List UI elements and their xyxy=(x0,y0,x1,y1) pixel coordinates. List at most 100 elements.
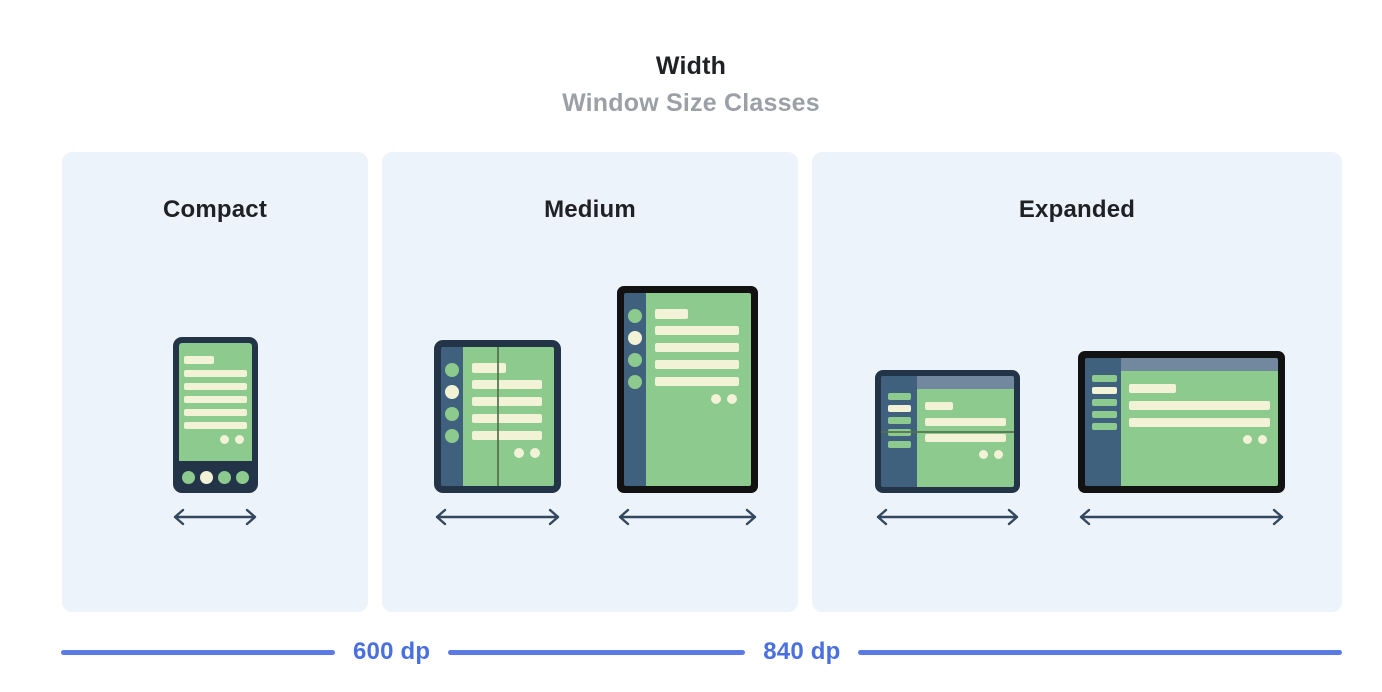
rail-dot xyxy=(445,363,459,377)
app-header-strip xyxy=(917,376,1014,389)
width-arrow-icon xyxy=(876,508,1019,526)
foldable-landscape-illustration xyxy=(875,370,1020,493)
drawer-item-bar xyxy=(1092,375,1117,382)
tablet-landscape-illustration xyxy=(1078,351,1285,493)
breakpoint-axis: 600 dp 840 dp xyxy=(61,635,1342,669)
rail-dot xyxy=(445,407,459,421)
content-heading-bar xyxy=(183,356,214,364)
width-arrow-icon xyxy=(435,508,560,526)
content-line-bar xyxy=(1129,418,1270,427)
content-line-bar xyxy=(183,422,247,429)
content-heading-bar xyxy=(1129,384,1176,393)
content-line-bar xyxy=(472,431,542,440)
content-line-bar xyxy=(183,409,247,416)
expanded-tablet-group xyxy=(1078,351,1285,526)
nav-rail xyxy=(441,347,463,486)
content-body xyxy=(1121,371,1278,486)
drawer-item-bar xyxy=(1092,423,1117,430)
content-line-bar xyxy=(925,418,1006,426)
breakpoint-600dp-label: 600 dp xyxy=(353,638,431,665)
fold-crease-vertical xyxy=(496,347,499,486)
rail-dot-active xyxy=(445,385,459,399)
rail-dot xyxy=(628,353,642,367)
compact-device-group xyxy=(172,337,258,526)
action-dots xyxy=(1129,435,1270,444)
content-line-bar xyxy=(655,343,739,352)
content-line-bar xyxy=(183,370,247,377)
fold-crease-horizontal xyxy=(881,430,1014,433)
page-subtitle: Window Size Classes xyxy=(562,89,820,117)
phone-portrait-illustration xyxy=(172,337,258,493)
content-line-bar xyxy=(925,434,1006,442)
phone-nav-bar xyxy=(179,461,252,493)
drawer-item-bar-active xyxy=(888,405,911,412)
nav-dot xyxy=(181,470,195,484)
content-line-bar xyxy=(472,414,542,423)
content-line-bar xyxy=(183,383,247,390)
page-title: Width xyxy=(655,52,727,80)
panel-compact: Compact xyxy=(62,152,368,612)
nav-dot xyxy=(235,470,249,484)
nav-rail xyxy=(624,293,646,486)
drawer-item-bar xyxy=(1092,411,1117,418)
width-arrow-icon xyxy=(1079,508,1284,526)
tablet-portrait-illustration xyxy=(617,286,758,493)
foldable-screen xyxy=(463,347,554,486)
action-dots xyxy=(472,448,542,458)
action-dots xyxy=(925,450,1006,459)
action-dot xyxy=(514,448,524,458)
content-line-bar xyxy=(472,380,542,389)
rail-dot xyxy=(628,375,642,389)
drawer-item-bar xyxy=(888,417,911,424)
drawer-item-bar xyxy=(888,393,911,400)
action-dot xyxy=(1258,435,1267,444)
action-dot xyxy=(219,435,229,444)
content-line-bar xyxy=(655,360,739,369)
axis-line-segment xyxy=(61,649,335,655)
action-dot xyxy=(1243,435,1252,444)
panel-expanded-label: Expanded xyxy=(1018,196,1136,223)
nav-dot xyxy=(217,470,231,484)
phone-screen xyxy=(178,343,252,461)
action-dots xyxy=(184,435,247,444)
action-dots xyxy=(655,394,739,404)
medium-foldable-group xyxy=(434,340,561,526)
content-heading-bar xyxy=(655,309,688,319)
panel-expanded: Expanded xyxy=(812,152,1342,612)
axis-line-segment xyxy=(448,649,746,655)
width-arrow-icon xyxy=(173,508,257,526)
rail-dot xyxy=(445,429,459,443)
foldable-portrait-illustration xyxy=(434,340,561,493)
panel-medium: Medium xyxy=(382,152,798,612)
content-line-bar xyxy=(183,396,247,403)
app-header-strip xyxy=(1121,358,1278,371)
expanded-foldable-group xyxy=(875,370,1020,526)
breakpoint-840dp-label: 840 dp xyxy=(763,638,841,665)
content-line-bar xyxy=(472,397,542,406)
action-dot xyxy=(234,435,244,444)
drawer-item-bar-active xyxy=(1092,387,1117,394)
action-dot xyxy=(727,394,737,404)
medium-tablet-group xyxy=(617,286,758,526)
drawer-item-bar xyxy=(888,441,911,448)
drawer-item-bar xyxy=(888,429,911,436)
width-arrow-icon xyxy=(618,508,757,526)
content-line-bar xyxy=(655,326,739,335)
content-line-bar xyxy=(655,377,739,386)
content-body xyxy=(917,389,1014,487)
action-dot xyxy=(979,450,988,459)
rail-dot xyxy=(628,309,642,323)
panel-compact-label: Compact xyxy=(162,196,268,223)
action-dot xyxy=(711,394,721,404)
nav-drawer xyxy=(1085,358,1121,486)
action-dot xyxy=(994,450,1003,459)
action-dot xyxy=(530,448,540,458)
content-line-bar xyxy=(1129,401,1270,410)
content-pane xyxy=(1121,358,1278,486)
drawer-item-bar xyxy=(1092,399,1117,406)
rail-dot-active xyxy=(628,331,642,345)
panel-medium-label: Medium xyxy=(544,196,636,223)
tablet-screen xyxy=(646,293,751,486)
axis-line-segment xyxy=(858,649,1342,655)
